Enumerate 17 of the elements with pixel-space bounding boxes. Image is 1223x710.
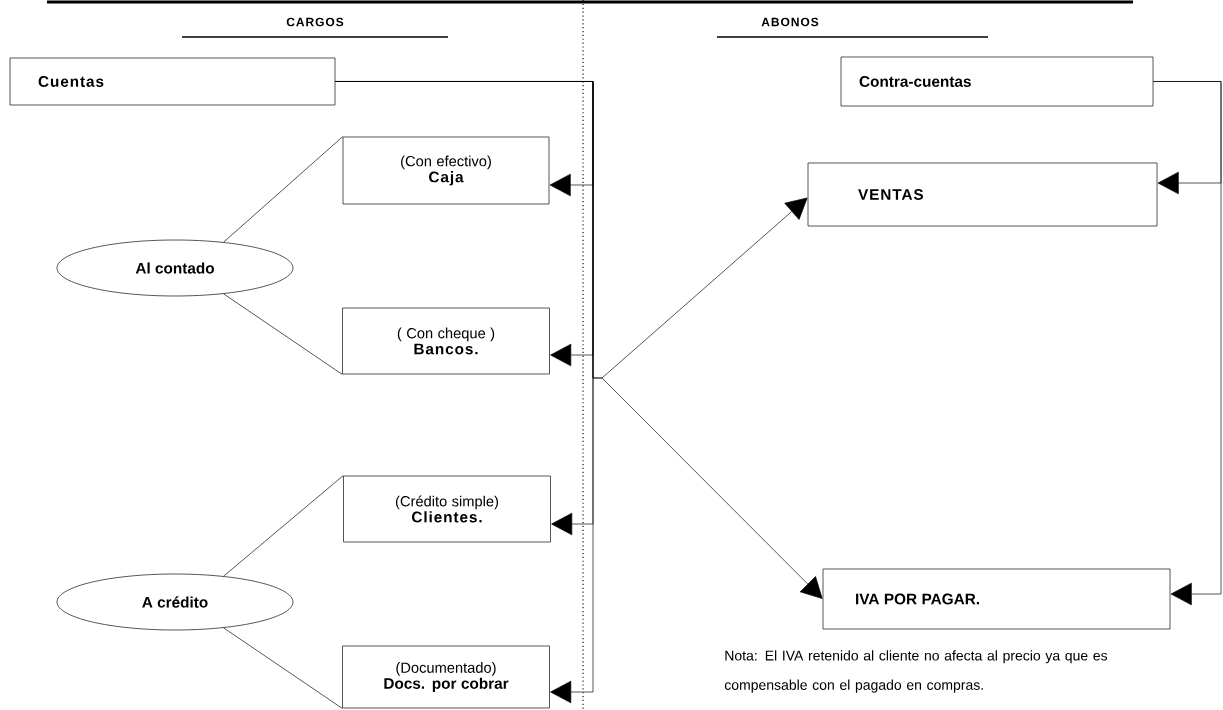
connector-line	[223, 293, 343, 375]
note-text: Nota: El IVA retenido al cliente no afecta al precio ya que es compensable con el pagado en compras.	[724, 650, 1108, 693]
account-box: ( Con cheque ) Bancos.	[342, 307, 550, 375]
column-heading: CARGOS	[286, 17, 344, 27]
account-box: IVA POR PAGAR.	[822, 568, 1171, 630]
account-box: Contra-cuentas	[840, 56, 1154, 107]
connector-line	[223, 475, 344, 577]
account-box: Cuentas	[9, 57, 336, 106]
column-heading: ABONOS	[761, 17, 819, 27]
account-box: (Documentado) Docs. por cobrar	[342, 645, 550, 709]
arrow	[1153, 81, 1222, 606]
arrow	[335, 81, 823, 599]
account-box: (Crédito simple) Clientes.	[343, 475, 551, 543]
connector-line	[223, 136, 343, 243]
connector-line	[223, 627, 343, 709]
account-box: VENTAS	[807, 162, 1158, 227]
account-box: (Con efectivo) Caja	[342, 136, 550, 205]
